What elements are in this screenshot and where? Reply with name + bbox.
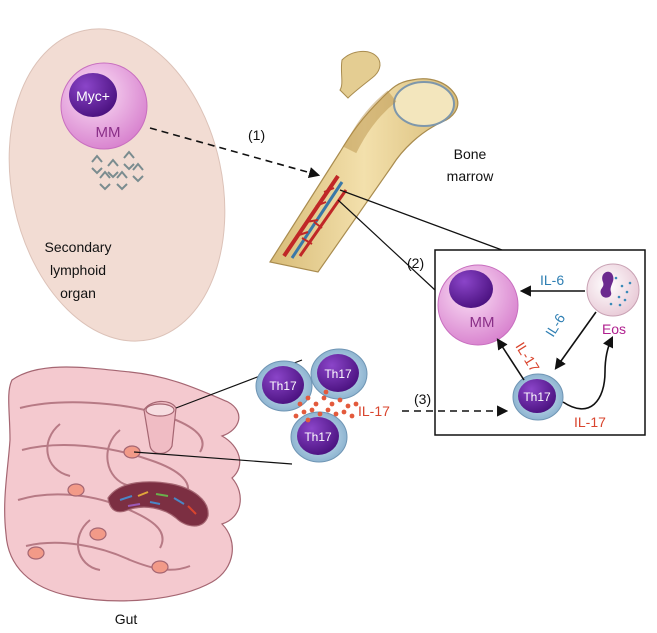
th17-cell-cluster-3: Th17	[290, 411, 348, 463]
zoom-line-top	[339, 189, 503, 251]
il17-cytokine-dots	[293, 389, 359, 423]
secondary-label-3: organ	[60, 285, 96, 301]
bone-head	[393, 81, 455, 127]
th17-to-eos-arrow	[562, 335, 614, 410]
step2-label: (2)	[407, 255, 424, 271]
il17-label-gut: IL-17	[358, 403, 390, 419]
gut-zoom-line-bottom	[133, 451, 293, 465]
th17-label-inset: Th17	[523, 390, 551, 404]
mm-label-inset: MM	[470, 314, 495, 331]
myc-nucleus	[69, 73, 117, 117]
il6-label-1: IL-6	[540, 272, 564, 288]
th17-cell-cluster-2: Th17	[310, 348, 368, 400]
th17-to-mm-arrow	[496, 338, 525, 381]
secondary-label-1: Secondary	[45, 239, 112, 255]
eosinophil: Eos	[586, 263, 640, 337]
il17-label-inset-2: IL-17	[574, 414, 606, 430]
eos-to-th17-arrow	[554, 311, 597, 370]
step1-label: (1)	[248, 127, 265, 143]
mm-cell-organ: Myc+ MM	[60, 62, 148, 150]
antibody-cluster	[91, 150, 144, 191]
th17-cell-inset: Th17	[512, 373, 564, 421]
bone-label-2: marrow	[447, 168, 495, 184]
step1-arrow	[149, 127, 321, 178]
bone	[269, 51, 459, 273]
eos-label: Eos	[602, 321, 626, 337]
th17-label-3: Th17	[304, 430, 332, 444]
mm-label-organ: MM	[96, 124, 121, 141]
bone-label-1: Bone	[454, 146, 487, 162]
th17-label-2: Th17	[324, 367, 352, 381]
gut	[4, 366, 241, 602]
th17-cell-cluster-1: Th17	[255, 360, 313, 412]
th17-label-1: Th17	[269, 379, 297, 393]
myc-label: Myc+	[76, 88, 110, 104]
mm-cell-inset: MM	[437, 264, 519, 346]
zoom-line-bottom	[337, 199, 436, 291]
secondary-label-2: lymphoid	[50, 262, 106, 278]
gut-label: Gut	[115, 611, 138, 627]
step3-label: (3)	[414, 391, 431, 407]
